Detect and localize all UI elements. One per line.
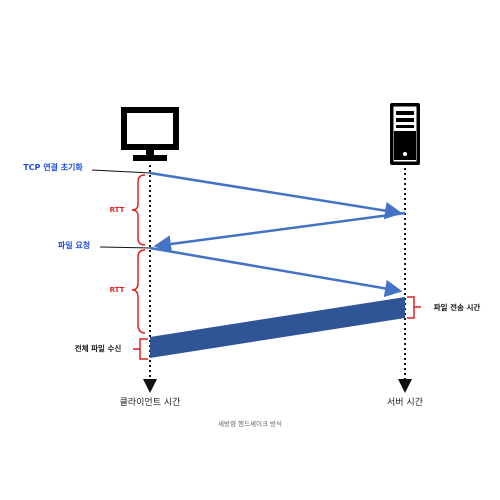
file-transfer-brace <box>407 296 421 319</box>
tcp-init-leader <box>91 169 151 174</box>
diagram-caption: 세방향 핸드셰이크 방식 <box>218 419 282 428</box>
server-time-label: 서버 시간 <box>387 397 423 408</box>
file-transfer-time-label: 파일 전송 시간 <box>434 302 481 312</box>
full-file-brace <box>133 338 148 360</box>
file-request-arrow <box>149 246 403 298</box>
syn-arrow <box>149 171 403 220</box>
server-tower-icon <box>390 103 420 165</box>
rtt-label-2: RTT <box>110 286 125 294</box>
rtt-brace-2 <box>131 249 146 334</box>
file-transfer-band <box>150 297 405 358</box>
file-request-label: 파일 요청 <box>58 240 90 250</box>
desktop-monitor-icon <box>121 107 179 161</box>
rtt-brace-1 <box>131 174 146 246</box>
full-file-receive-label: 전체 파일 수신 <box>75 343 122 353</box>
syn-ack-arrow <box>153 211 406 253</box>
rtt-label-1: RTT <box>110 206 125 214</box>
tcp-init-label: TCP 연결 초기화 <box>23 162 83 172</box>
client-time-label: 클라이언트 시간 <box>120 396 181 408</box>
file-request-leader <box>99 246 151 249</box>
